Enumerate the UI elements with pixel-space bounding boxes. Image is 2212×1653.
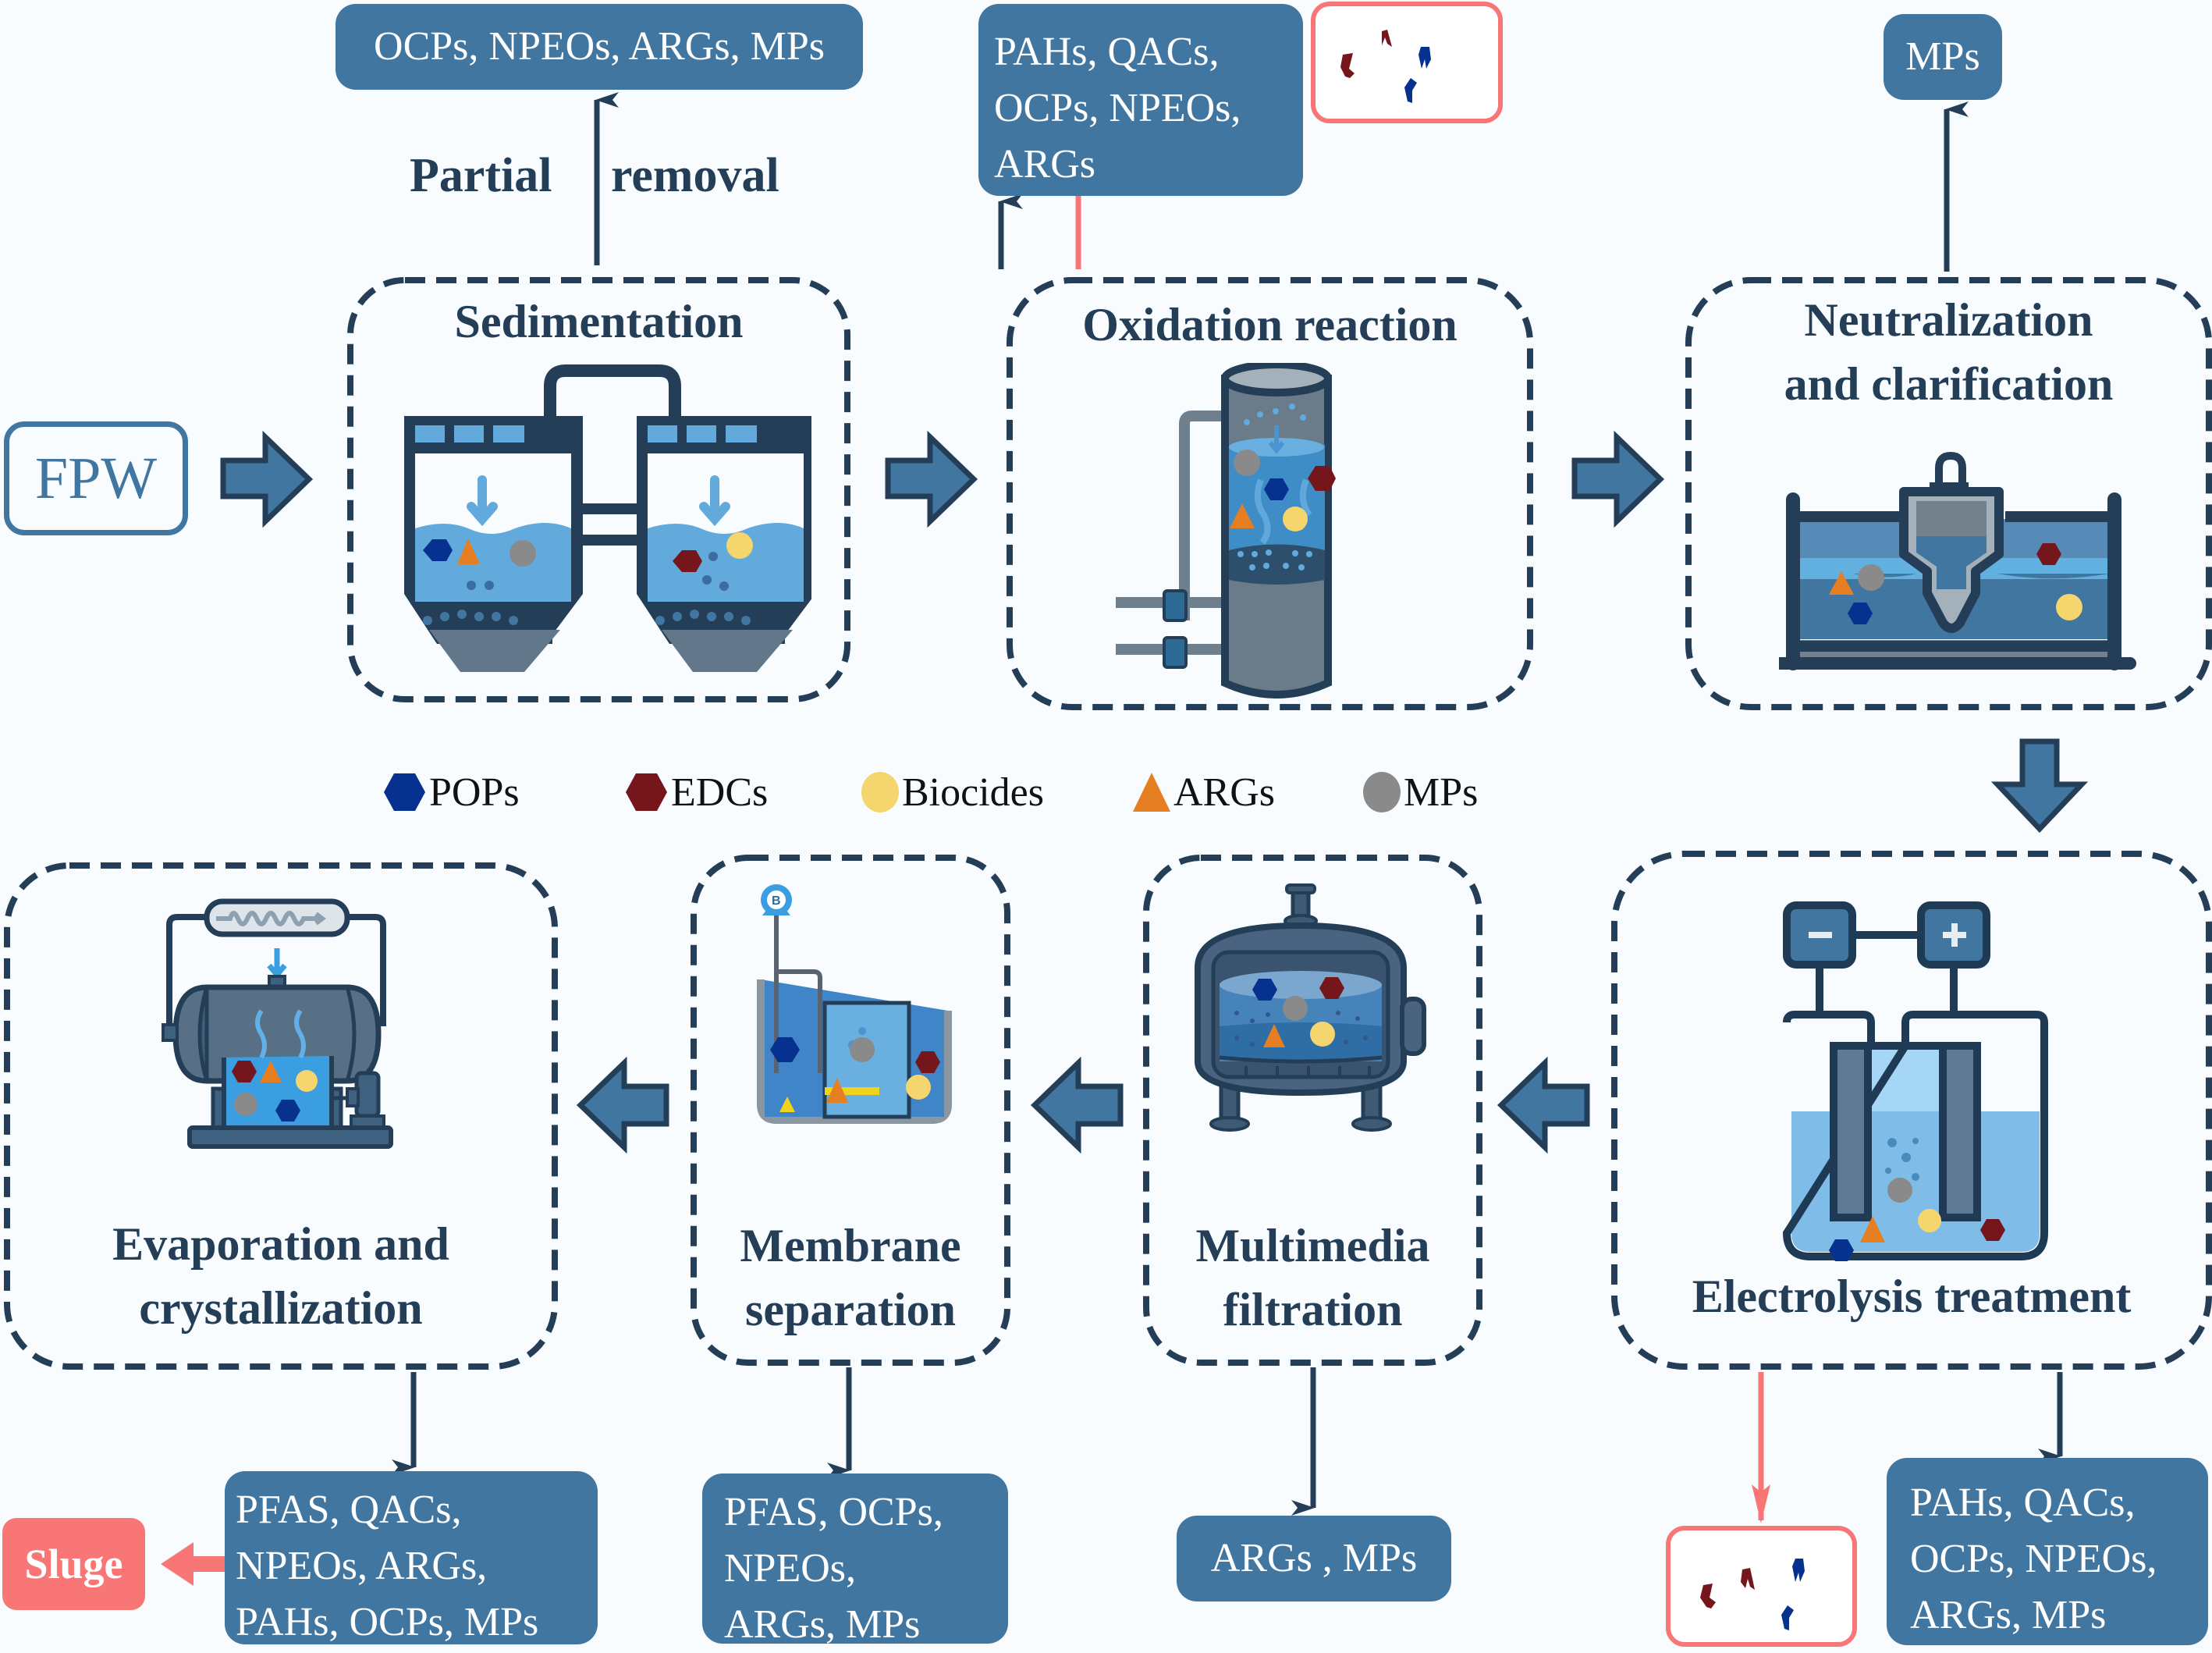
flow-arrow-down-icon bbox=[1990, 738, 2089, 834]
stage-evaporation: Evaporation and crystallization bbox=[4, 862, 558, 1370]
circle-icon bbox=[1363, 772, 1401, 812]
dashed-frame bbox=[347, 277, 850, 702]
flow-arrow-right-icon bbox=[220, 430, 314, 528]
sludge-box: Sluge bbox=[2, 1518, 145, 1610]
legend-item-mps: MPs bbox=[1362, 765, 1478, 819]
flow-arrow-left-icon bbox=[1497, 1056, 1590, 1154]
legend-item-pops: POPs bbox=[382, 765, 520, 819]
stage-title-electrolysis: Electrolysis treatment bbox=[1692, 1271, 2132, 1322]
evaporator-crystallizer-icon bbox=[162, 898, 393, 1149]
hexagon-icon bbox=[384, 773, 425, 811]
sludge-arrow-left-icon bbox=[161, 1542, 225, 1586]
circle-icon bbox=[861, 772, 899, 812]
degraded-fragments-icon bbox=[1700, 1559, 1805, 1630]
dashed-frame bbox=[1611, 851, 2212, 1370]
flow-arrow-left-icon bbox=[576, 1056, 669, 1154]
dashed-frame bbox=[691, 855, 1010, 1366]
clarifier-tank-icon bbox=[1779, 451, 2136, 670]
legend-item-args: ARGs bbox=[1131, 765, 1275, 819]
twin-sedimentation-tanks-icon bbox=[404, 364, 811, 672]
stage-title-multimedia: Multimedia filtration bbox=[1195, 1220, 1430, 1335]
legend-item-edcs: EDCs bbox=[624, 765, 768, 819]
flow-arrow-right-icon bbox=[885, 430, 978, 528]
fpw-label: FPW bbox=[34, 445, 158, 511]
degraded-fragments-box-electrolysis bbox=[1666, 1526, 1857, 1647]
plus-icon bbox=[1943, 923, 1966, 947]
dashed-frame bbox=[4, 862, 558, 1370]
removed-pollutants-box-multimedia: ARGs , MPs bbox=[1177, 1516, 1451, 1601]
stage-title-membrane: Membrane separation bbox=[740, 1220, 961, 1335]
removed-pollutants-box-oxidation: PAHs, QACs, OCPs, NPEOs, ARGs bbox=[978, 4, 1303, 196]
stage-title-neutralization: Neutralization and clarification bbox=[1784, 294, 2114, 410]
degraded-fragments-icon bbox=[1340, 30, 1431, 103]
stage-multimedia: Multimedia filtration bbox=[1143, 855, 1482, 1366]
hexagon-icon bbox=[626, 773, 667, 811]
minus-icon bbox=[1809, 932, 1832, 938]
stage-title-oxidation: Oxidation reaction bbox=[1082, 299, 1458, 350]
membrane-bioreactor-icon: B bbox=[757, 884, 952, 1124]
removed-pollutants-box-evaporation: PFAS, QACs, NPEOs, ARGs, PAHs, OCPs, MPs bbox=[225, 1471, 598, 1644]
stage-electrolysis: Electrolysis treatment bbox=[1611, 851, 2212, 1370]
dashed-frame bbox=[1685, 277, 2212, 710]
dashed-frame bbox=[1143, 855, 1482, 1366]
stage-oxidation: Oxidation reaction bbox=[1007, 277, 1533, 710]
degraded-fragments-box-oxidation bbox=[1311, 2, 1503, 123]
stage-title-evaporation: Evaporation and crystallization bbox=[112, 1218, 449, 1334]
removed-pollutants-box-neutralization: MPs bbox=[1884, 14, 2002, 100]
oxidation-reactor-column-icon bbox=[1116, 363, 1336, 699]
multimedia-filter-vessel-icon bbox=[1195, 883, 1426, 1132]
triangle-icon bbox=[1133, 773, 1170, 812]
removed-pollutants-box-sedimentation: OCPs, NPEOs, ARGs, MPs bbox=[336, 4, 863, 90]
dashed-frame bbox=[1007, 277, 1533, 710]
flow-arrow-left-icon bbox=[1030, 1056, 1124, 1154]
stage-membrane: Membrane separation B bbox=[691, 855, 1010, 1366]
electrolysis-cell-icon bbox=[1782, 901, 2048, 1261]
stage-title-sedimentation: Sedimentation bbox=[454, 296, 744, 347]
removed-pollutants-box-electrolysis: PAHs, QACs, OCPs, NPEOs, ARGs, MPs bbox=[1887, 1458, 2208, 1645]
legend-item-biocides: Biocides bbox=[860, 765, 1044, 819]
stage-sedimentation: Sedimentation bbox=[347, 277, 850, 702]
flow-arrow-right-icon bbox=[1571, 430, 1665, 528]
svg-text:B: B bbox=[772, 894, 781, 908]
fpw-input-box: FPW bbox=[4, 421, 188, 535]
degradation-arrowhead-icon bbox=[1752, 1484, 1770, 1523]
partial-removal-label: Partial removal bbox=[410, 149, 779, 202]
removed-pollutants-box-membrane: PFAS, OCPs, NPEOs, ARGs, MPs bbox=[702, 1473, 1008, 1647]
stage-neutralization: Neutralization and clarification bbox=[1685, 277, 2212, 710]
